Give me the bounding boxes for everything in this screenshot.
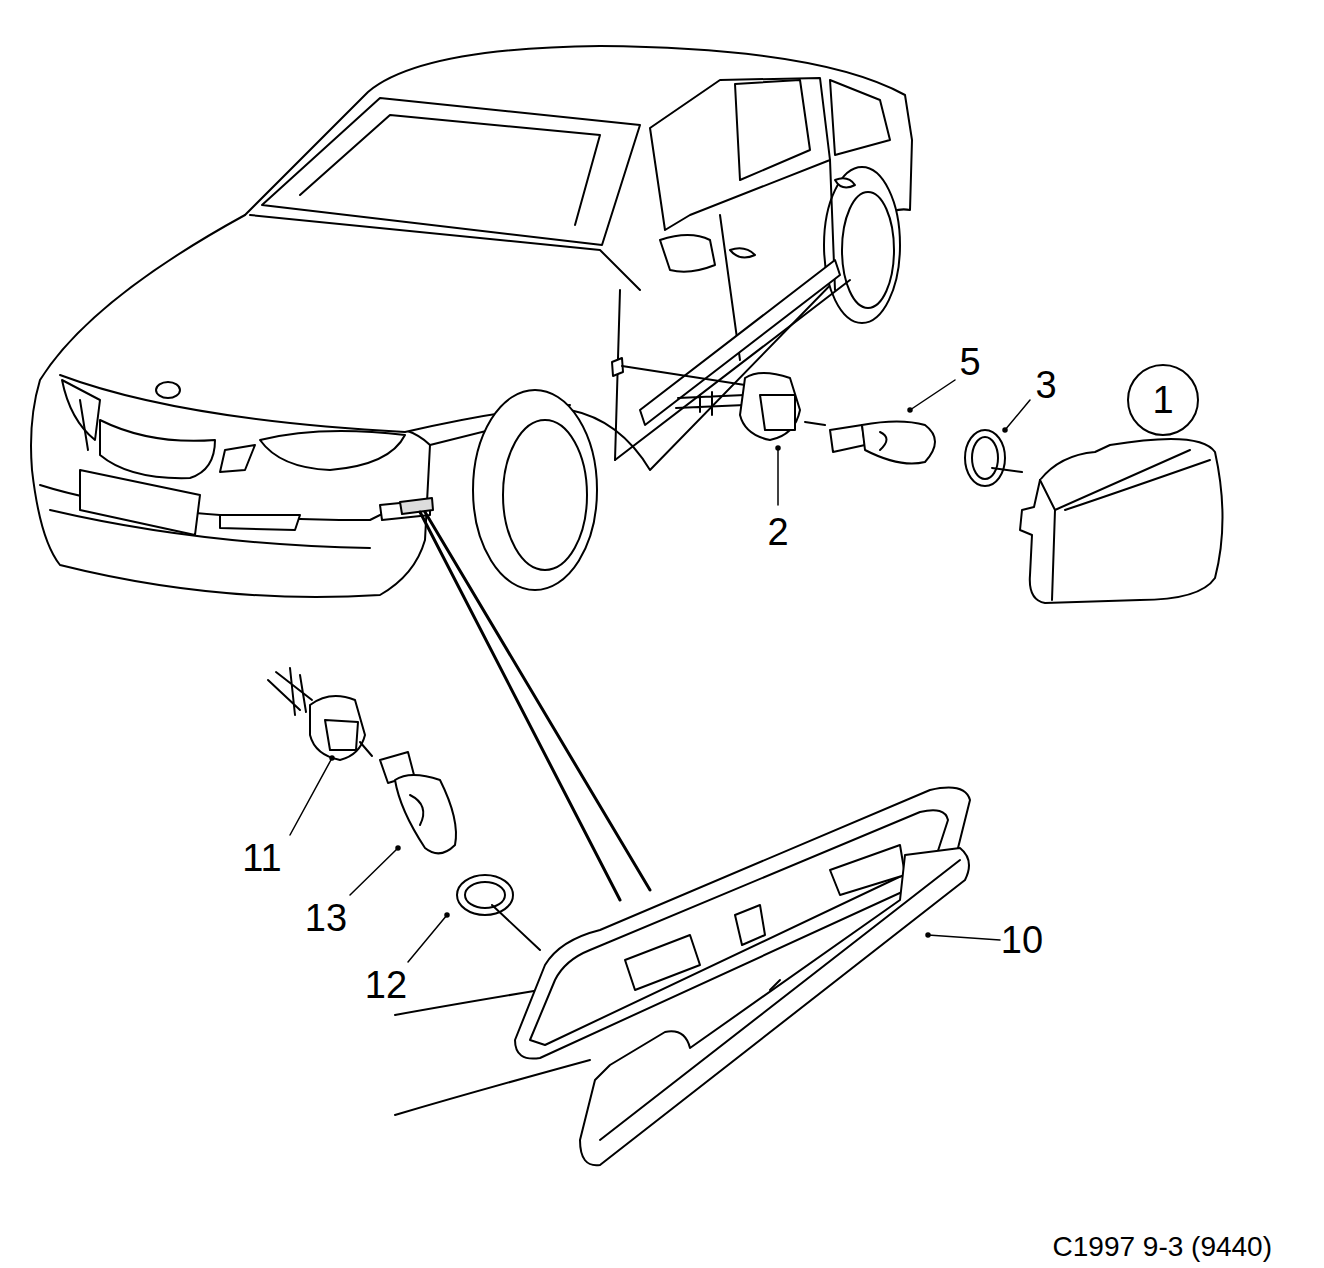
- callout-number: 12: [365, 966, 407, 1004]
- callout-number: 10: [1001, 921, 1043, 959]
- callout-number: 2: [767, 513, 788, 551]
- leader-lines: [290, 380, 1030, 962]
- circled-callout: 1: [1126, 363, 1200, 437]
- car-body: [31, 46, 912, 597]
- callout-number: 13: [305, 899, 347, 937]
- callout-number: 11: [242, 839, 281, 877]
- callout-number: 3: [1035, 366, 1056, 404]
- caption: C1997 9-3 (9440): [1053, 1233, 1272, 1261]
- callout-number: 5: [959, 343, 980, 381]
- bumper-marker-parts: [268, 512, 970, 1165]
- side-marker-parts: [622, 366, 1223, 603]
- callout-number: 1: [1152, 381, 1173, 419]
